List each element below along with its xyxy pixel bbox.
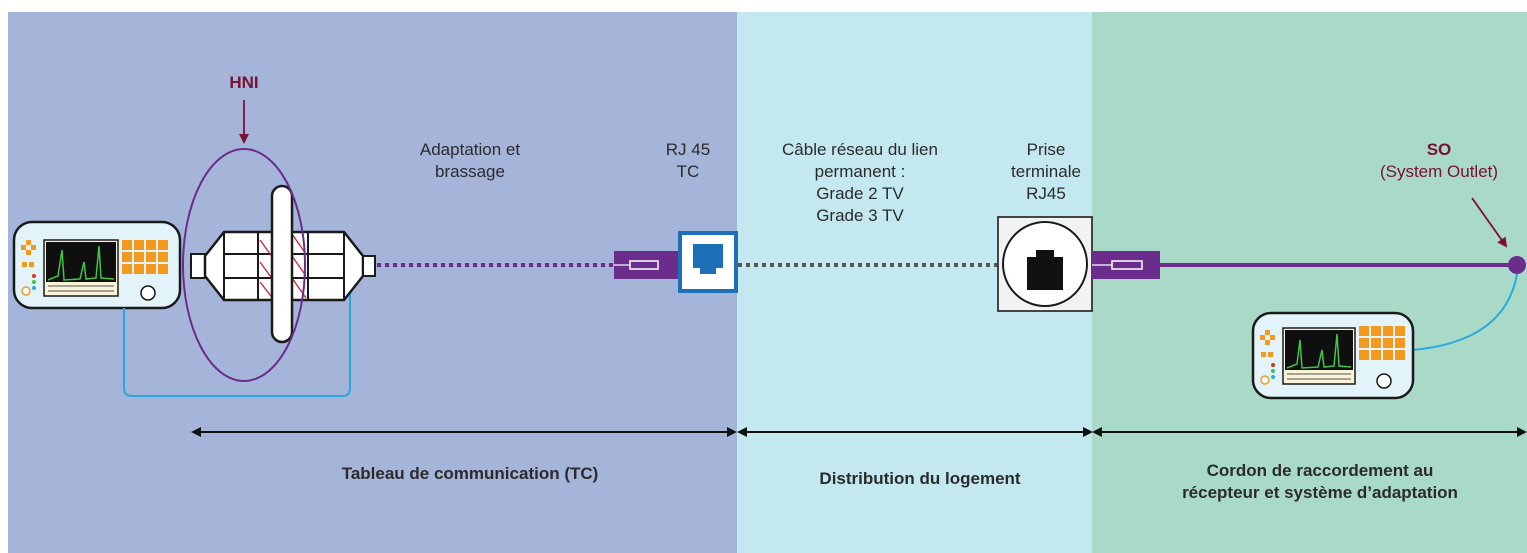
so-subtitle: (System Outlet) [1379,162,1499,181]
rj45-plug-tc [614,251,678,279]
section-cordon-line2: récepteur et système d’adaptation [1182,483,1458,502]
adaptation-line1: Adaptation et [419,140,521,159]
prise-line2: terminale [1011,162,1081,181]
rj45-plug-prise [1092,251,1160,279]
so-arrow [1471,197,1508,248]
section-tc-label: Tableau de communication (TC) [341,464,599,483]
prise-terminale-rj45 [997,216,1093,312]
hni-marker-ellipse [182,148,306,382]
system-outlet-dot [1508,256,1526,274]
cable-line1: Câble réseau du lien [782,140,938,159]
prise-line3: RJ45 [1026,184,1066,203]
prise-line1: Prise [1026,140,1066,159]
cable-line3: Grade 2 TV [816,184,904,203]
cable-line4: Grade 3 TV [816,206,904,225]
adaptation-label: Adaptation et brassage [380,139,560,183]
section-cordon-line1: Cordon de raccordement au [1206,461,1434,480]
rj45-socket-tc [678,231,738,293]
rj45-tc-line2: TC [676,162,700,181]
zone-cordon-raccordement [1092,12,1527,553]
adaptation-line2: brassage [435,162,505,181]
adapter-brassage [190,184,376,344]
rj45-tc-line1: RJ 45 [665,140,711,159]
hni-label: HNI [229,73,259,92]
cable-label: Câble réseau du lien permanent : Grade 2… [750,139,970,227]
signal-analyzer-right [1251,311,1415,400]
section-distribution-label: Distribution du logement [819,469,1021,488]
signal-analyzer-left [12,220,182,310]
so-title: SO [1426,140,1452,159]
section-cordon-label: Cordon de raccordement au récepteur et s… [1120,460,1520,504]
cable-line2: permanent : [814,162,906,181]
rj45-tc-label: RJ 45 TC [648,139,728,183]
prise-label: Prise terminale RJ45 [996,139,1096,205]
test-cord-right [1411,273,1518,351]
so-label: SO (System Outlet) [1354,139,1524,183]
